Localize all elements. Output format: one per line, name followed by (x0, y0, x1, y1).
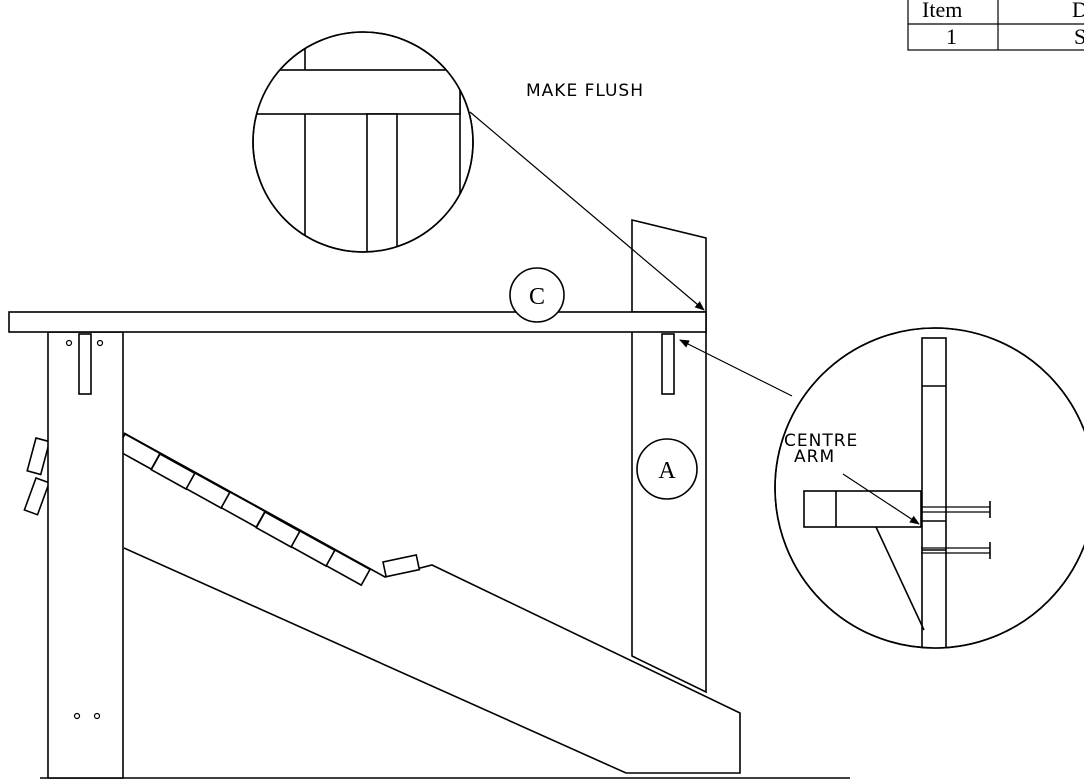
table-header-item: Item (922, 0, 962, 22)
leader-centre-arm-label (842, 473, 920, 525)
label-c-text: C (529, 284, 545, 310)
leader-make-flush (469, 111, 705, 311)
label-a: A (636, 438, 698, 500)
parts-table: Item D 1 S (907, 0, 1084, 51)
label-c: C (509, 267, 565, 323)
annotation-make-flush: MAKE FLUSH (526, 81, 644, 101)
table-row1-item: 1 (946, 24, 957, 49)
detail-circle-centre-arm (774, 327, 1084, 649)
stair-stringer (123, 432, 741, 774)
left-post (47, 331, 124, 779)
detail-circle-flush (252, 31, 474, 253)
leader-centre-arm-detail (679, 339, 793, 397)
table-header-description: D (1072, 0, 1084, 22)
annotation-centre: CENTRE (784, 431, 858, 451)
label-a-text: A (658, 458, 676, 484)
annotation-arm: ARM (794, 447, 835, 467)
stair-treads (23, 432, 421, 587)
top-rail (8, 311, 707, 333)
table-row1-description: S (1074, 24, 1084, 49)
